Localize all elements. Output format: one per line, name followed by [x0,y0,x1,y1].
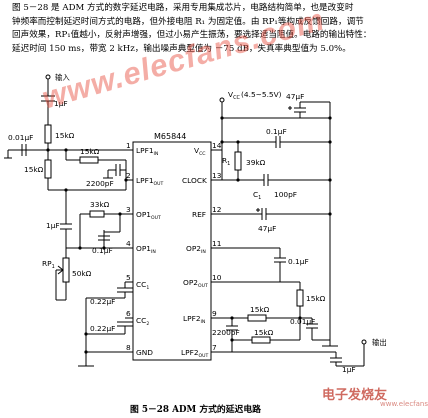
resistor-15k-r2 [247,314,267,322]
pin-number: 12 [212,205,221,214]
description-line: 回声效果，RP₁值越小，反射声增强，但过小易产生振荡，要选择适当阻值。电路的输出… [12,30,372,41]
pin-number: 4 [126,239,131,248]
r1-label: R1 [222,156,230,167]
input-label: 输入 [55,73,70,82]
pin-number: 14 [212,141,222,150]
c-022-a-value: 0.22μF [90,297,115,306]
pin-label: REF [192,210,206,219]
pin-number: 6 [126,309,131,318]
resistor-33k [89,210,105,218]
c1-label: C1 [253,190,261,201]
pin-number: 1 [126,141,131,150]
pin-label: LPF2IN [183,314,205,325]
c-01-vcc-value: 0.1μF [266,127,287,136]
output-label: 输出 [372,338,387,347]
description-line: 图 5－28 是 ADM 方式的数字延迟电路，采用专用集成芯片，电路结构简单，也… [12,3,354,13]
resistor-15k-b [44,159,52,179]
pin-number: 8 [126,343,131,352]
r-15k-a-value: 15kΩ [55,131,75,140]
description-line: 钟频率而控制延迟时间方式的电路，但外接电阻 R₁ 为固定值。由 RP₁等构成反馈… [12,16,364,27]
c-001-left-value: 0.01μF [8,133,33,142]
output-terminal [361,339,367,345]
c-47u-top-value: 47μF [286,92,304,101]
r-15k-c-value: 15kΩ [80,147,100,156]
pin-label: OP2IN [186,244,206,255]
c-01-op1-value: 0.1μF [92,246,113,255]
pin-label: LPF2OUT [181,348,209,359]
pin-label: CC2 [136,316,149,327]
chip-name: M65844 [154,132,186,141]
pin-number: 3 [126,205,131,214]
resistor-r1-39k [234,151,242,171]
r-15k-r3-value: 15kΩ [254,328,274,337]
watermark-logo: 电子发烧友 [322,388,388,403]
pin-number: 13 [212,171,222,180]
pin-label: OP1OUT [136,210,161,221]
figure-caption: 图 5－28 ADM 方式的延迟电路 [130,405,261,415]
r-33k-value: 33kΩ [90,200,110,209]
r-39k-value: 39kΩ [246,158,266,167]
c-022-b-value: 0.22μF [90,324,115,333]
c-001-right-value: 0.01μF [290,317,315,326]
r-15k-r-value: 15kΩ [306,294,326,303]
pin-label: CC1 [136,280,149,291]
resistor-15k-c [79,156,99,164]
pin-number: 5 [126,273,131,282]
ic-left-pins: LPF1IN 1 LPF1OUT 2 OP1OUT 3 OP1IN 4 CC1 … [126,141,164,357]
pin-label: VCC [194,146,205,157]
pin-label: GND [136,348,153,357]
c-01-op2-value: 0.1μF [288,257,309,266]
resistor-15k-r3 [251,336,271,344]
pin-number: 7 [212,343,217,352]
r-50k-value: 50kΩ [72,269,92,278]
potentiometer-rp1 [62,257,70,283]
pin-label: LPF1OUT [136,176,164,187]
resistor-15k-r [296,289,304,307]
c-1u-out-value: 1μF [342,365,356,374]
pin-label: OP1IN [136,244,156,255]
vcc-label: VCC(4.5~5.5V) [228,90,282,101]
c-2200-a-value: 2200pF [86,179,114,188]
watermark-url: www.elecfans.com [380,400,428,408]
pin-number: 2 [126,171,131,180]
c-1u-mid-value: 1μF [46,221,60,230]
c-100p-value: 100pF [274,190,297,199]
pin-number: 10 [212,273,222,282]
c-in-value: 1μF [54,99,68,108]
r-15k-r2-value: 15kΩ [250,305,270,314]
c-47u-ref-value: 47μF [258,224,276,233]
pin-number: 9 [212,309,217,318]
resistor-15k-a [44,124,52,144]
ic-right-pins: VCC 14 CLOCK 13 REF 12 OP2IN 11 OP2OUT 1… [181,141,222,359]
r-15k-b-value: 15kΩ [24,165,44,174]
description-paragraph: 图 5－28 是 ADM 方式的数字延迟电路，采用专用集成芯片，电路结构简单，也… [12,2,424,56]
c-2200-b-value: 2200pF [212,328,240,337]
pin-label: CLOCK [182,176,207,185]
description-line: 延迟时间 150 ms，带宽 2 kHz，输出噪声典型值为 －75 dB，失真率… [12,43,351,54]
rp1-label: RP1 [42,259,55,270]
pin-label: OP2OUT [183,278,208,289]
pin-number: 11 [212,239,222,248]
pin-label: LPF1IN [136,146,158,157]
ic-body [132,141,212,361]
